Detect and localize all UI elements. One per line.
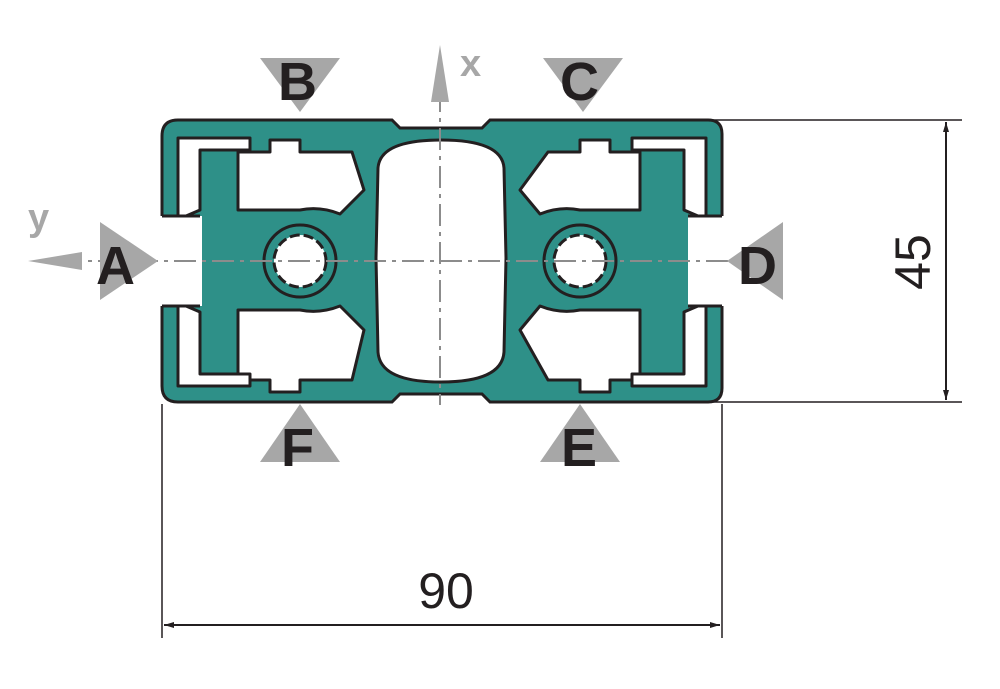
chamber-bottom-right	[518, 304, 642, 394]
marker-triangle-b	[260, 58, 340, 112]
label-c: C	[560, 52, 599, 112]
core-bore-right	[542, 223, 618, 299]
slot-lip-right	[688, 214, 722, 308]
left-chambers	[176, 136, 366, 394]
chamber-top-left	[236, 138, 366, 216]
axis-y-arrow: y	[28, 197, 82, 270]
marker-triangle-c	[543, 58, 623, 112]
slot-marker-c: C	[543, 52, 623, 112]
label-f: F	[281, 418, 314, 478]
label-e: E	[561, 418, 597, 478]
chamber-top-right	[518, 138, 642, 216]
marker-triangle-d	[727, 222, 783, 300]
slot-marker-b: B	[260, 52, 340, 112]
slot-lip-left	[162, 214, 200, 308]
slot-marker-d: D	[727, 222, 783, 300]
marker-triangle-a	[100, 222, 158, 300]
dimension-height: 45	[712, 119, 962, 403]
slot-marker-e: E	[540, 404, 620, 478]
axis-y-label: y	[28, 197, 49, 239]
dimension-height-value: 45	[885, 234, 941, 290]
axis-x-arrow: x	[431, 43, 481, 102]
dimension-width-value: 90	[418, 563, 474, 619]
dimension-width: 90	[161, 404, 723, 638]
chamber-bottom-left	[236, 304, 366, 394]
slot-marker-a: A	[96, 222, 158, 300]
center-lines	[60, 90, 760, 405]
label-b: B	[278, 52, 317, 112]
label-d: D	[738, 236, 777, 296]
slot-marker-f: F	[260, 404, 340, 478]
corner-top-right	[630, 136, 708, 218]
marker-triangle-f	[260, 404, 340, 462]
axis-x-label: x	[460, 43, 481, 85]
label-a: A	[96, 236, 135, 296]
marker-triangle-e	[540, 404, 620, 462]
